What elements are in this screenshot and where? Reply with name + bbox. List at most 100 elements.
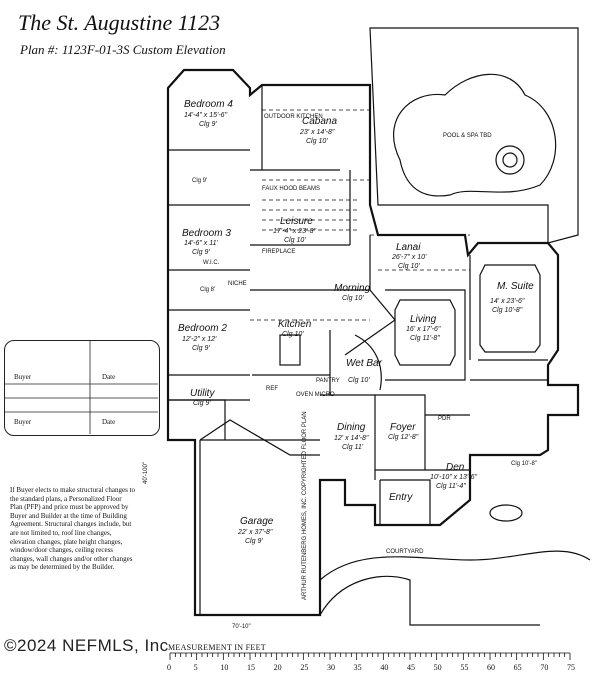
date-label: Date	[102, 373, 116, 381]
garage-wall	[199, 419, 320, 615]
living-tray	[394, 299, 456, 366]
room-ceiling: Clg 10'	[342, 295, 364, 302]
beam-line	[262, 199, 360, 231]
note-clg9: Clg 9'	[192, 178, 207, 184]
room-ceiling: Clg 12'-8"	[388, 434, 419, 441]
room-name: Bedroom 2	[178, 323, 227, 334]
note-ref: REF	[266, 386, 278, 392]
cabana-wall	[250, 85, 340, 171]
scale-label: 50	[434, 663, 442, 672]
note-pool: POOL & SPA TBD	[443, 133, 492, 139]
note-wic: W.I.C.	[203, 260, 220, 266]
note-pantry: PANTRY	[316, 378, 340, 384]
signature-box	[4, 340, 160, 436]
room-name: Lanai	[396, 242, 421, 253]
room-dims: 12' x 14'-8"	[334, 435, 369, 442]
master-tray	[479, 264, 541, 353]
room-name: Foyer	[390, 422, 416, 433]
scale-label: 45	[407, 663, 415, 672]
disclaimer-text: If Buyer elects to make structural chang…	[10, 486, 135, 572]
mls-watermark: ©2024 NEFMLS, Inc	[4, 636, 169, 655]
room-name: Leisure	[280, 216, 313, 227]
room-ceiling: Clg 10'	[284, 237, 306, 244]
room-ceiling: Clg 10'	[282, 331, 304, 338]
room-dims: 14'-4" x 15'-6"	[184, 112, 228, 119]
room-name: Bedroom 4	[184, 99, 233, 110]
room-ceiling: Clg 9'	[192, 249, 210, 256]
note-clg8: Clg 8'	[200, 287, 215, 293]
plan-title: The St. Augustine 1123	[18, 10, 221, 35]
note-courtyard: COURTYARD	[386, 549, 424, 555]
room-ceiling: Clg 10'	[398, 263, 420, 270]
plan-subtitle: Plan #: 1123F-01-3S Custom Elevation	[20, 42, 226, 57]
room-name: Kitchen	[278, 319, 312, 330]
scale-label: 5	[194, 663, 198, 672]
bedroom4-wall	[168, 149, 250, 401]
pool	[393, 73, 557, 197]
scale-label: 35	[354, 663, 362, 672]
kitchen-wall	[250, 289, 370, 395]
outer-wall	[166, 68, 580, 617]
scale-label: 10	[220, 663, 228, 672]
note-copyright-plan: ARTHUR RUTENBERG HOMES, INC. COPYRIGHTED…	[302, 411, 308, 600]
room-name: M. Suite	[497, 281, 534, 292]
dimension-side: 40'-100"	[142, 462, 149, 484]
room-dims: 17'-4" x 23'-8"	[273, 228, 317, 235]
dashed-lanai	[370, 234, 470, 271]
scale-label: 65	[514, 663, 522, 672]
room-name: Garage	[240, 516, 274, 527]
scale-label: 30	[327, 663, 335, 672]
foyer-wall	[375, 394, 470, 471]
morning-wall	[344, 235, 396, 356]
room-ceiling: Clg 10'	[306, 138, 328, 145]
scale-label: 40	[380, 663, 388, 672]
room-ceiling: Clg 10'-8"	[492, 307, 523, 314]
scale-label: 25	[300, 663, 308, 672]
scale-label: 15	[247, 663, 255, 672]
scale-label: 0	[167, 663, 171, 672]
room-name: Morning	[334, 283, 371, 294]
room-name: Den	[446, 462, 465, 473]
wetbar-arc	[354, 334, 382, 391]
room-dims: 14' x 23'-6"	[490, 298, 525, 305]
room-name: Bedroom 3	[182, 228, 231, 239]
scale-label: 55	[460, 663, 468, 672]
room-ceiling: Clg 9'	[199, 121, 217, 128]
room-dims: 22' x 37'-8"	[237, 529, 273, 536]
tub	[489, 504, 523, 522]
scale-label: 70	[540, 663, 548, 672]
room-ceiling: Clg 11'	[342, 444, 364, 451]
room-name: Dining	[337, 422, 366, 433]
spa	[495, 145, 525, 175]
date-label: Date	[102, 418, 116, 426]
den-wall	[425, 379, 548, 416]
utility-wall	[168, 399, 226, 440]
dimension-bottom: 70'-10"	[232, 624, 251, 630]
room-dims: 14'-6" x 11'	[184, 240, 218, 247]
room-dims: 12'-2" x 12'	[182, 336, 217, 343]
room-name: Cabana	[302, 116, 337, 127]
spa-inner	[502, 152, 518, 168]
scale-label: 60	[487, 663, 495, 672]
note-hood: FAUX HOOD BEAMS	[262, 186, 320, 192]
room-ceiling: Clg 11'-8"	[410, 335, 440, 342]
room-dims: 16' x 17'-6"	[406, 326, 441, 333]
note-pdr: PDR	[438, 416, 451, 422]
courtyard-curve	[319, 550, 591, 581]
note-clg10-8: Clg 10'-8"	[511, 461, 537, 467]
room-ceiling: Clg 10'	[348, 377, 370, 384]
dashed-cabana	[262, 109, 370, 181]
room-ceiling: Clg 9'	[245, 538, 263, 545]
kitchen-island	[279, 334, 301, 366]
buyer-label: Buyer	[14, 418, 32, 426]
courtyard-arc	[319, 575, 540, 626]
buyer-label: Buyer	[14, 373, 32, 381]
room-ceiling: Clg 9'	[193, 400, 211, 407]
note-niche: NICHE	[228, 281, 247, 287]
room-name: Wet Bar	[346, 358, 383, 369]
pool-deck	[369, 27, 579, 244]
scale-label: 20	[274, 663, 282, 672]
room-dims: 26'-7" x 10'	[391, 254, 427, 261]
